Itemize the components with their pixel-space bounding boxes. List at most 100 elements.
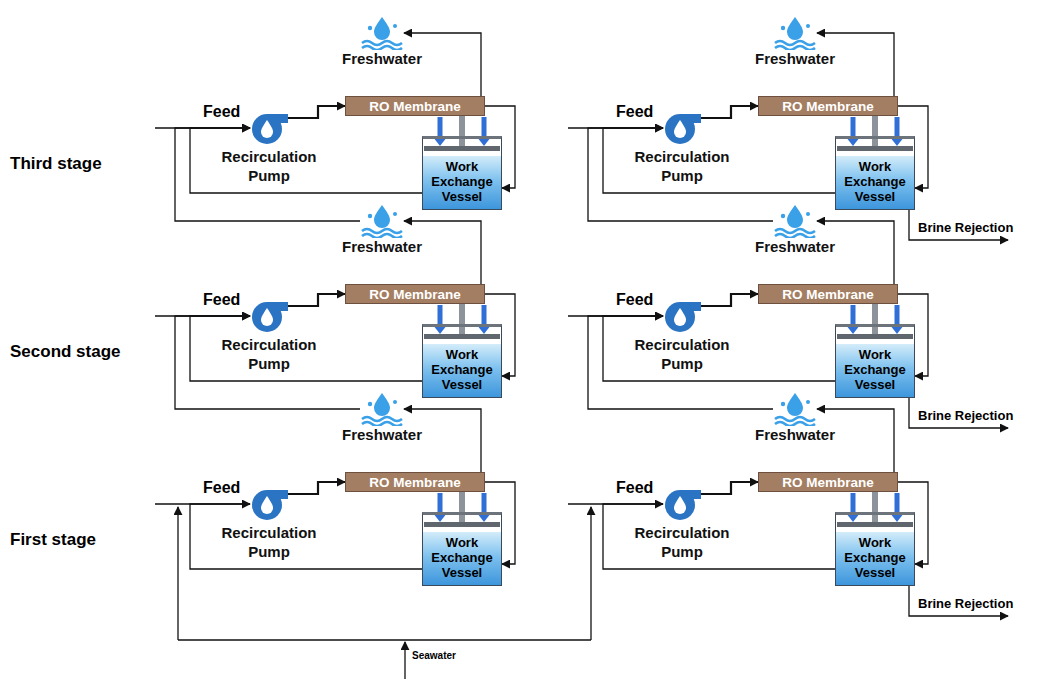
pump-symbol	[663, 111, 701, 145]
flow-arrow	[701, 294, 758, 306]
freshwater-outlet: Freshwater	[773, 204, 817, 238]
recirculation-pump: Recirculation Pump	[663, 487, 701, 521]
unit-name: Work Exchange Vessel	[423, 327, 501, 395]
water-symbol	[360, 204, 404, 238]
stage-label: First stage	[10, 530, 96, 550]
unit-caption: Freshwater	[745, 50, 845, 68]
unit-name: Work Exchange Vessel	[423, 139, 501, 207]
work-exchange-vessel: Work Exchange Vessel	[835, 136, 915, 210]
pump-drop	[261, 120, 273, 138]
water-droplet	[368, 26, 372, 30]
pump-drop	[261, 308, 273, 326]
pump-symbol	[663, 487, 701, 521]
water-droplet	[806, 24, 810, 28]
pump-body	[252, 114, 282, 144]
flow-arrow	[603, 316, 835, 381]
pump-symbol	[250, 487, 288, 521]
unit-caption: Recirculation Pump	[214, 147, 324, 185]
ro-membrane: RO Membrane	[345, 284, 485, 304]
unit-caption: Freshwater	[332, 50, 432, 68]
unit-name: RO Membrane	[782, 98, 874, 116]
unit-name: Work Exchange Vessel	[423, 515, 501, 583]
water-droplet	[393, 400, 397, 404]
brine-label: Brine Rejection	[918, 408, 1013, 424]
seawater-line	[590, 507, 591, 640]
stage-label: Second stage	[10, 342, 121, 362]
feed-label: Feed	[616, 290, 653, 309]
recirculation-pump: Recirculation Pump	[663, 299, 701, 333]
stage-label: Third stage	[10, 154, 102, 174]
source-label: Seawater	[412, 650, 456, 662]
flow-arrow	[190, 504, 422, 569]
water-wave	[775, 41, 815, 45]
ro-membrane: RO Membrane	[345, 472, 485, 492]
unit-caption: Recirculation Pump	[627, 335, 737, 373]
water-droplet	[368, 402, 372, 406]
water-wave	[362, 234, 402, 238]
freshwater-outlet: Freshwater	[360, 204, 404, 238]
water-symbol	[773, 16, 817, 50]
water-drop	[374, 393, 390, 416]
water-wave	[362, 46, 402, 50]
unit-caption: Recirculation Pump	[627, 147, 737, 185]
seawater-line	[178, 639, 591, 640]
unit-name: RO Membrane	[369, 286, 461, 304]
pump-drop	[674, 120, 686, 138]
brine-label: Brine Rejection	[918, 220, 1013, 236]
brine-label: Brine Rejection	[918, 596, 1013, 612]
flow-arrow	[288, 294, 345, 306]
flow-arrow	[603, 504, 835, 569]
feed-label: Feed	[203, 290, 240, 309]
pump-body	[252, 490, 282, 520]
unit-name: Work Exchange Vessel	[836, 139, 914, 207]
water-drop	[374, 17, 390, 40]
work-exchange-vessel: Work Exchange Vessel	[422, 512, 502, 586]
flow-arrow	[603, 128, 835, 193]
unit-name: RO Membrane	[369, 474, 461, 492]
water-droplet	[393, 24, 397, 28]
water-droplet	[806, 400, 810, 404]
pump-body	[665, 302, 695, 332]
ro-membrane: RO Membrane	[758, 96, 898, 116]
pump-symbol	[250, 111, 288, 145]
unit-caption: Freshwater	[332, 238, 432, 256]
water-droplet	[781, 214, 785, 218]
recirculation-pump: Recirculation Pump	[250, 111, 288, 145]
freshwater-outlet: Freshwater	[773, 16, 817, 50]
unit-name: RO Membrane	[782, 286, 874, 304]
flow-arrow	[288, 482, 345, 494]
flow-arrow	[701, 482, 758, 494]
unit-name: RO Membrane	[782, 474, 874, 492]
pump-drop	[674, 496, 686, 514]
unit-caption: Freshwater	[332, 426, 432, 444]
unit-caption: Recirculation Pump	[214, 523, 324, 561]
pump-body	[252, 302, 282, 332]
water-drop	[787, 205, 803, 228]
water-droplet	[806, 212, 810, 216]
recirculation-pump: Recirculation Pump	[250, 487, 288, 521]
pump-symbol	[663, 299, 701, 333]
water-drop	[374, 205, 390, 228]
water-drop	[787, 17, 803, 40]
feed-label: Feed	[203, 102, 240, 121]
work-exchange-vessel: Work Exchange Vessel	[835, 324, 915, 398]
freshwater-outlet: Freshwater	[360, 392, 404, 426]
water-wave	[775, 229, 815, 233]
recirculation-pump: Recirculation Pump	[663, 111, 701, 145]
water-droplet	[368, 214, 372, 218]
unit-name: Work Exchange Vessel	[836, 515, 914, 583]
water-wave	[775, 422, 815, 426]
water-wave	[775, 46, 815, 50]
ro-membrane: RO Membrane	[758, 472, 898, 492]
water-symbol	[773, 204, 817, 238]
water-wave	[775, 417, 815, 421]
seawater-line	[404, 642, 405, 679]
feed-label: Feed	[616, 102, 653, 121]
water-symbol	[773, 392, 817, 426]
water-wave	[362, 41, 402, 45]
work-exchange-vessel: Work Exchange Vessel	[835, 512, 915, 586]
unit-name: RO Membrane	[369, 98, 461, 116]
freshwater-outlet: Freshwater	[773, 392, 817, 426]
pump-drop	[261, 496, 273, 514]
